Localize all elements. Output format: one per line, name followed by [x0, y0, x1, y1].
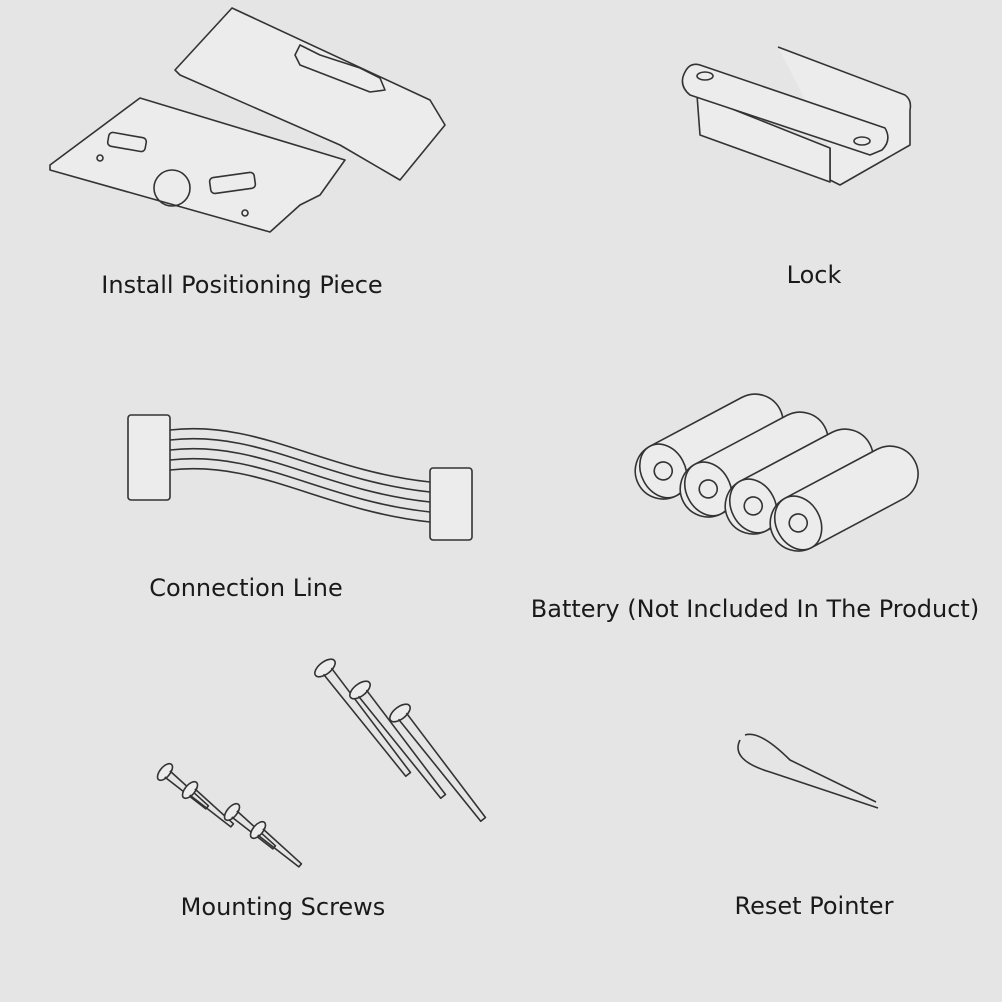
- label-positioning-piece: Install Positioning Piece: [101, 271, 383, 299]
- lock-bracket-icon: [681, 46, 912, 186]
- label-connection-line: Connection Line: [149, 574, 343, 602]
- label-mounting-screws: Mounting Screws: [180, 893, 386, 921]
- reset-pin-icon: [737, 733, 879, 809]
- screw-icon: [156, 658, 487, 868]
- label-lock: Lock: [786, 261, 842, 289]
- battery-icon: [634, 393, 919, 552]
- cable-icon: [127, 414, 473, 541]
- label-reset-pointer: Reset Pointer: [734, 892, 894, 920]
- label-battery: Battery (Not Included In The Product): [530, 595, 980, 623]
- positioning-plate-icon: [49, 7, 446, 233]
